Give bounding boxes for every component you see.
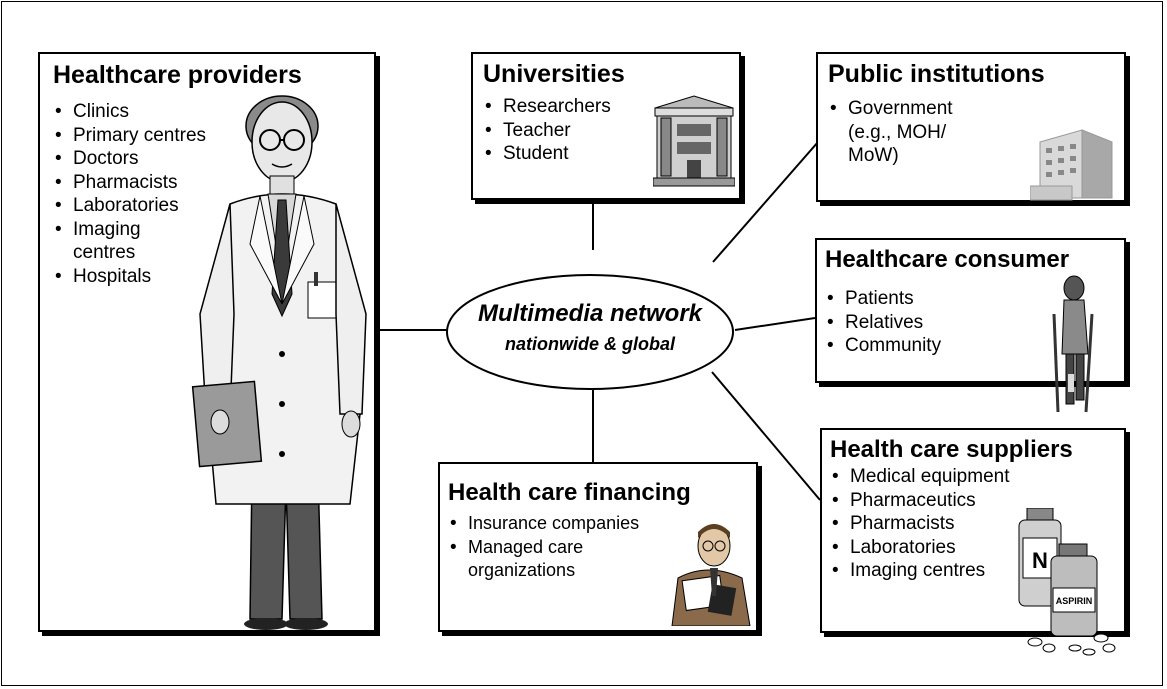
list-item: Government (e.g., MOH/ MoW) (828, 97, 1124, 168)
public-title: Public institutions (828, 60, 1045, 88)
list-item: Student (483, 142, 739, 166)
financing-title: Health care financing (448, 479, 691, 506)
list-item: Teacher (483, 119, 739, 143)
consumer-title: Healthcare consumer (825, 246, 1070, 273)
line-public (712, 141, 819, 263)
providers-title: Healthcare providers (53, 61, 302, 89)
businessman-illustration (671, 524, 751, 626)
list-item: Researchers (483, 95, 739, 119)
jar-label: N (1032, 548, 1048, 573)
list-item: Laboratories (830, 536, 1124, 560)
consumer-list: Patients Relatives Community (825, 287, 1124, 358)
list-item: Clinics (53, 100, 374, 124)
financing-box: Health care financing Insurance companie… (438, 462, 758, 632)
list-item: Relatives (825, 311, 1124, 335)
public-list: Government (e.g., MOH/ MoW) (828, 97, 1124, 168)
financing-item2-line1: Managed care (468, 536, 584, 557)
list-item: Hospitals (53, 265, 374, 289)
list-item: Medical equipment (830, 465, 1124, 489)
universities-title: Universities (483, 60, 625, 88)
list-item: Community (825, 334, 1124, 358)
suppliers-list: Medical equipment Pharmaceutics Pharmaci… (830, 465, 1124, 583)
list-item: Imaging centres (830, 559, 1124, 583)
bottle-label: ASPIRIN (1056, 596, 1093, 606)
list-item: Insurance companies (448, 512, 756, 536)
public-item-line2: (e.g., MOH/ (848, 121, 947, 143)
list-item: Pharmaceutics (830, 489, 1124, 513)
hub-ellipse (446, 274, 734, 390)
list-item: Pharmacists (830, 512, 1124, 536)
financing-list: Insurance companies Managed care organiz… (448, 512, 756, 583)
providers-box: Healthcare providers Clinics Primary cen… (38, 52, 376, 632)
suppliers-title: Health care suppliers (830, 436, 1073, 463)
list-item: Managed care organizations (448, 536, 756, 583)
universities-box: Universities Researchers Teacher Student (471, 52, 741, 200)
public-item-line3: MoW) (848, 145, 899, 166)
list-item: Pharmacists (53, 171, 374, 195)
line-consumer (734, 317, 816, 331)
list-item: Primary centres (53, 124, 374, 148)
doctor-illustration (191, 95, 367, 630)
university-building-icon (653, 95, 735, 187)
financing-item2-line2: organizations (468, 560, 576, 580)
list-item: Patients (825, 287, 1124, 311)
medicine-bottles-illustration: N ASPIRIN (1018, 508, 1116, 656)
hub: Multimedia network nationwide & global (445, 272, 735, 392)
government-building-icon (1030, 129, 1113, 201)
line-suppliers (711, 371, 821, 501)
list-item: Laboratories (53, 194, 374, 218)
providers-list: Clinics Primary centres Doctors Pharmaci… (53, 100, 374, 288)
list-item: Doctors (53, 147, 374, 171)
hub-subtitle: nationwide & global (505, 334, 675, 354)
public-item-line1: Government (848, 98, 953, 119)
public-box: Public institutions Government (e.g., MO… (816, 52, 1126, 202)
hub-title: Multimedia network (477, 300, 703, 327)
universities-list: Researchers Teacher Student (483, 95, 739, 166)
list-item: Imaging centres (53, 218, 193, 265)
patient-on-crutches-illustration (1052, 275, 1094, 413)
